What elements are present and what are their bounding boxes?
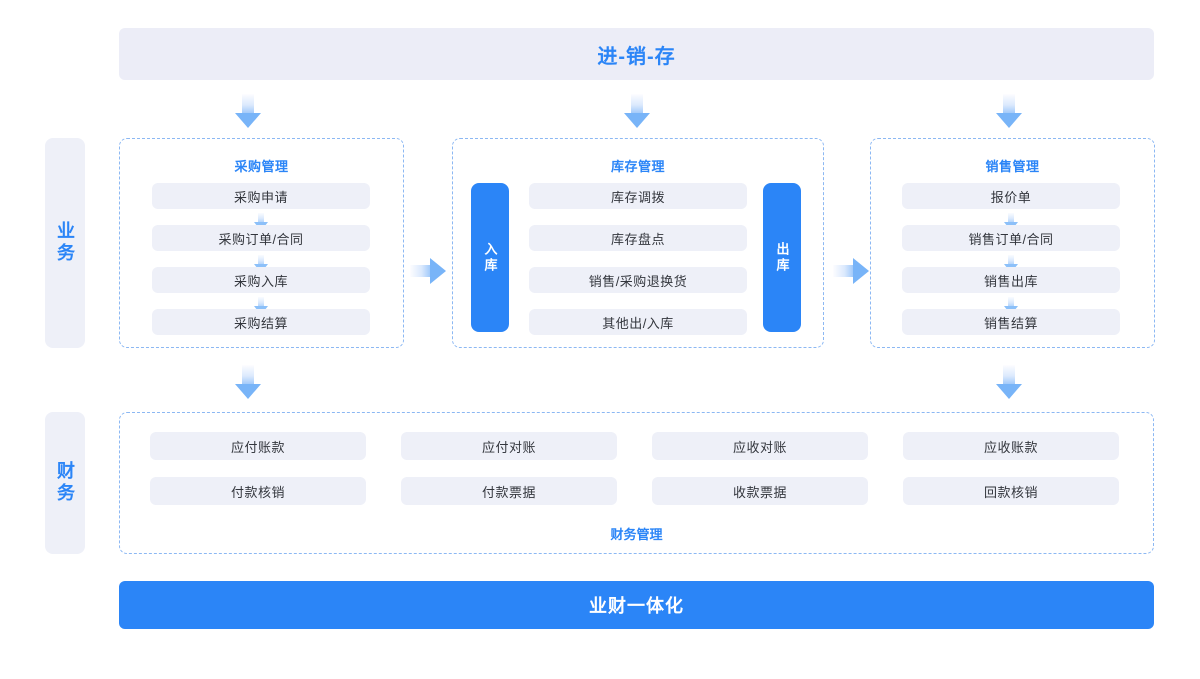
arrow-shaft: [258, 213, 264, 223]
arrow-banner-to-purchase: [235, 94, 261, 128]
group-title-purchase: 采购管理: [234, 159, 289, 174]
arrow-head: [624, 113, 650, 128]
list-item[interactable]: 库存盘点: [529, 225, 747, 251]
arrow-head: [853, 258, 869, 284]
list-item[interactable]: 应收对账: [652, 432, 868, 460]
arrow-head: [235, 384, 261, 399]
list-item[interactable]: 采购结算: [152, 309, 370, 335]
outbound-bar[interactable]: 出库: [763, 183, 801, 332]
arrow-head: [235, 113, 261, 128]
flow-item-label: 库存盘点: [529, 225, 747, 251]
arrow-shaft: [833, 265, 854, 277]
flow-item-label: 销售/采购退换货: [529, 267, 747, 293]
list-item[interactable]: 付款票据: [401, 477, 617, 505]
group-title-sales: 销售管理: [985, 159, 1040, 174]
group-title-finance: 财务管理: [610, 527, 663, 542]
arrow-shaft: [1008, 213, 1014, 223]
flow-item-label: 采购入库: [152, 267, 370, 293]
arrow-shaft: [258, 255, 264, 265]
list-item[interactable]: 回款核销: [903, 477, 1119, 505]
list-item[interactable]: 销售结算: [902, 309, 1120, 335]
bottom-banner-yecai-integration: 业财一体化: [119, 581, 1154, 629]
arrow-shaft: [1003, 365, 1015, 385]
flow-list-sales: 报价单 销售订单/合同 销售出库 销售结算: [902, 183, 1120, 335]
flow-item-label: 销售订单/合同: [902, 225, 1120, 251]
group-title-inventory: 库存管理: [610, 159, 665, 174]
flow-item-label: 采购订单/合同: [152, 225, 370, 251]
list-item[interactable]: 应收账款: [903, 432, 1119, 460]
arrow-shaft: [242, 94, 254, 114]
list-item[interactable]: 采购入库: [152, 267, 370, 315]
arrow-purchase-to-finance: [235, 365, 261, 399]
arrow-shaft: [242, 365, 254, 385]
arrow-banner-to-inventory: [624, 94, 650, 128]
flow-list-purchase: 采购申请 采购订单/合同 采购入库 采购结算: [152, 183, 370, 335]
list-item[interactable]: 销售订单/合同: [902, 225, 1120, 273]
arrow-shaft: [1003, 94, 1015, 114]
list-item[interactable]: 付款核销: [150, 477, 366, 505]
arrow-banner-to-sales: [996, 94, 1022, 128]
arrow-sales-to-finance: [996, 365, 1022, 399]
list-item[interactable]: 报价单: [902, 183, 1120, 231]
list-item[interactable]: 收款票据: [652, 477, 868, 505]
inbound-bar[interactable]: 入库: [471, 183, 509, 332]
list-item[interactable]: 其他出/入库: [529, 309, 747, 335]
side-label-business: 业务: [45, 138, 85, 348]
flow-item-label: 采购申请: [152, 183, 370, 209]
group-box-purchase: 采购管理: [119, 138, 404, 348]
group-box-inventory: 库存管理: [452, 138, 824, 348]
top-banner-jinxiaocun: 进-销-存: [119, 28, 1154, 80]
arrow-purchase-to-inventory: [410, 258, 446, 284]
list-item[interactable]: 销售出库: [902, 267, 1120, 315]
flow-item-label: 销售出库: [902, 267, 1120, 293]
finance-item-grid: 应付账款 应付对账 应收对账 应收账款 付款核销 付款票据 收款票据 回款核销: [150, 432, 1119, 505]
arrow-inventory-to-sales: [833, 258, 869, 284]
list-item[interactable]: 采购申请: [152, 183, 370, 231]
flow-item-label: 其他出/入库: [529, 309, 747, 335]
arrow-shaft: [410, 265, 431, 277]
arrow-head: [996, 113, 1022, 128]
flow-item-label: 销售结算: [902, 309, 1120, 335]
flow-item-label: 库存调拨: [529, 183, 747, 209]
arrow-shaft: [1008, 255, 1014, 265]
arrow-shaft: [258, 297, 264, 307]
arrow-shaft: [631, 94, 643, 114]
flow-item-label: 采购结算: [152, 309, 370, 335]
group-box-sales: 销售管理: [870, 138, 1155, 348]
list-item[interactable]: 应付对账: [401, 432, 617, 460]
list-item[interactable]: 销售/采购退换货: [529, 267, 747, 293]
list-item[interactable]: 应付账款: [150, 432, 366, 460]
group-box-finance: 财务管理: [119, 412, 1154, 554]
arrow-shaft: [1008, 297, 1014, 307]
arrow-head: [430, 258, 446, 284]
list-item[interactable]: 采购订单/合同: [152, 225, 370, 273]
flow-list-inventory: 库存调拨 库存盘点 销售/采购退换货 其他出/入库: [529, 183, 747, 335]
side-label-finance: 财务: [45, 412, 85, 554]
flow-item-label: 报价单: [902, 183, 1120, 209]
arrow-head: [996, 384, 1022, 399]
list-item[interactable]: 库存调拨: [529, 183, 747, 209]
